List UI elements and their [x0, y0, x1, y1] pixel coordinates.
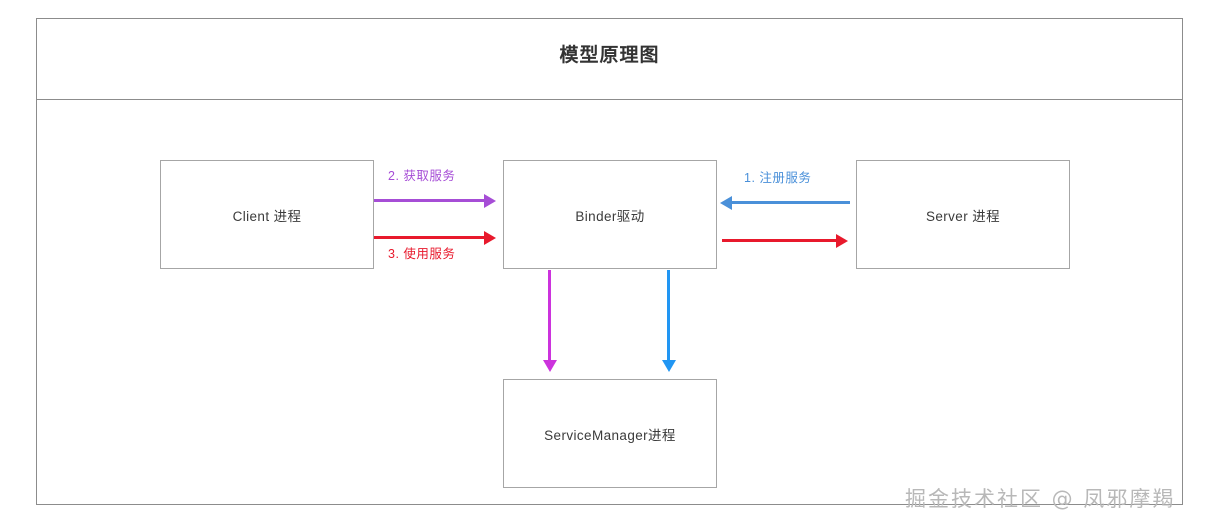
arrow-binder-to-servicemanager-blue-line — [667, 270, 670, 362]
node-client-label: Client 进程 — [232, 208, 302, 224]
arrow-binder-to-servicemanager-purple-line — [548, 270, 551, 362]
node-binder-driver[interactable]: Binder驱动 — [503, 160, 717, 269]
arrow-binder-to-server-line — [722, 239, 838, 242]
arrow-label-use-service: 3. 使用服务 — [388, 247, 456, 261]
node-server-label: Server 进程 — [925, 208, 1001, 224]
arrow-binder-to-servicemanager-purple-head-icon — [542, 360, 557, 372]
node-binder-label: Binder驱动 — [575, 208, 645, 224]
node-client-process[interactable]: Client 进程 — [160, 160, 374, 269]
node-servicemanager-label: ServiceManager进程 — [544, 427, 676, 443]
arrow-get-service-head-icon — [484, 193, 496, 208]
arrow-label-get-service: 2. 获取服务 — [388, 169, 456, 183]
node-servicemanager-process[interactable]: ServiceManager进程 — [503, 379, 717, 488]
watermark: 掘金技术社区 @ 凤邪摩羯 — [905, 487, 1176, 511]
node-server-process[interactable]: Server 进程 — [856, 160, 1070, 269]
arrow-binder-to-servicemanager-blue-head-icon — [661, 360, 676, 372]
arrow-binder-to-server-head-icon — [836, 233, 848, 248]
arrow-register-service-line — [732, 201, 850, 204]
arrow-label-register-service: 1. 注册服务 — [744, 171, 812, 185]
page-title: 模型原理图 — [559, 45, 660, 66]
arrow-get-service-line — [374, 199, 490, 202]
arrow-use-service-head-icon — [484, 230, 496, 245]
arrow-use-service-line — [374, 236, 490, 239]
title-divider — [37, 99, 1182, 100]
arrow-register-service-head-icon — [720, 195, 732, 210]
